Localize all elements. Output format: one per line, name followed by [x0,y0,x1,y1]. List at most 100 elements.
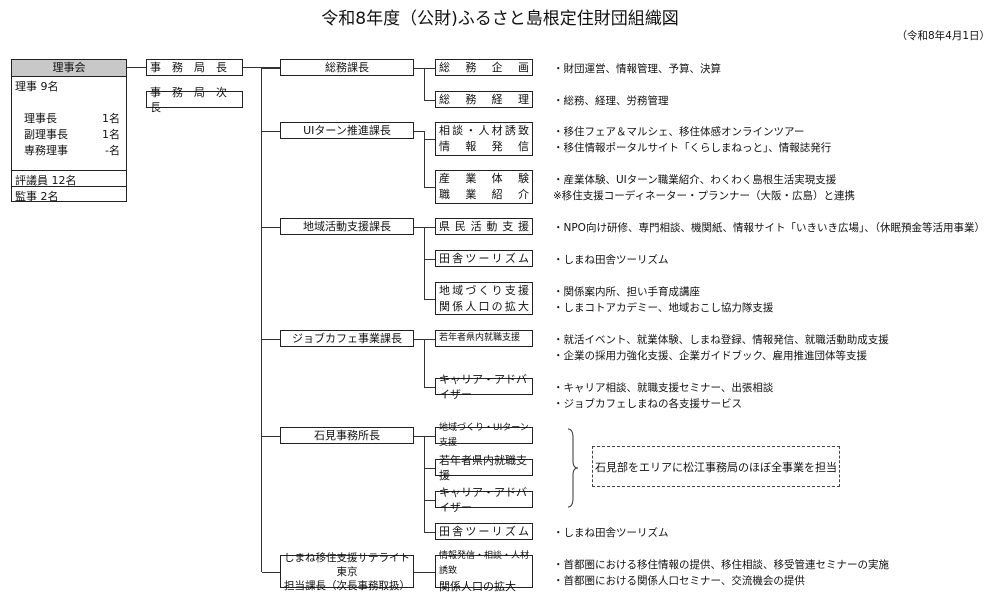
unit-description: ・しまね田舎ツーリズム [553,527,669,539]
connector-line [424,139,435,140]
unit-label: 地域づくり・UIターン支援 [439,422,529,448]
unit-label: 県民活動支援 [439,220,529,233]
connector-line [127,67,146,68]
unit-description: ・移住フェア＆マルシェ、移住体感オンラインツアー [553,126,805,138]
unit-box: 産業体験職業紹介 [435,170,533,204]
unit-description: ・首都圏における関係人口セミナー、交流機会の提供 [553,575,805,587]
unit-box: 地域づくり・UIターン支援 [435,423,533,448]
unit-description: ・しまコトアカデミー、地域おこし協力隊支援 [553,302,774,314]
connector-line [424,298,435,300]
role-count: 1名 [102,128,120,141]
unit-description: ・キャリア相談、就職支援セミナー、出張相談 [553,382,774,394]
unit-description: ・ジョブカフェしまねの各支援サービス [553,398,742,410]
councilors-count: 評議員 12名 [15,174,77,187]
connector-line [414,435,424,437]
unit-label: 地域づくり支援 [439,284,529,297]
connector-line [424,571,435,573]
secretariat-deputy-box: 事 務 局 次 長 [146,86,243,114]
unit-label: 産業体験 [439,172,529,185]
connector-line [424,531,435,533]
unit-description: ・就活イベント、就業体験、しまね登録、情報発信、就職活動助成支援 [553,334,889,346]
connector-line [424,130,425,187]
connector-line [424,435,435,437]
connector-line [414,226,424,228]
connector-line [424,386,435,388]
connector-line [414,338,424,340]
section-head-label: しまね移住支援サテライト東京 [284,551,410,578]
unit-label: 情報発信 [439,140,529,153]
unit-box: 総務企画 [435,59,533,76]
connector-line [414,130,424,132]
connector-line [424,226,425,299]
role-count: 1名 [102,112,120,125]
secretariat-deputy-label: 事 務 局 次 長 [150,85,238,114]
section-head-box: しまね移住支援サテライト東京担当課長（次長事務取扱） [280,552,414,592]
unit-description: ※移住支援コーディネーター・プランナー（大阪・広島）と連携 [553,190,856,202]
unit-label: 情報発信・相談・人材誘致 [439,551,530,576]
connector-line [424,467,435,469]
brace-icon [566,428,580,508]
unit-label: 総務経理 [439,93,529,106]
connector-line [414,571,424,573]
section-head-label: UIターン推進課長 [303,124,391,137]
unit-label: 職業紹介 [439,188,529,201]
unit-description: ・産業体験、UIターン職業紹介、わくわく島根生活実現支援 [553,174,837,186]
connector-line [424,258,435,260]
board-header: 理事会 [12,60,126,77]
unit-box: キャリア・アドバイザー [435,373,533,401]
unit-description: ・総務、経理、労務管理 [553,95,669,107]
unit-label: 田舎ツーリズム [439,525,529,538]
unit-box: 田舎ツーリズム [435,523,533,540]
unit-box: 総務経理 [435,91,533,108]
divider [12,186,126,187]
unit-box: 若年者県内就職支援 [435,330,533,347]
section-head-box: 総務課長 [280,59,414,76]
connector-line [424,338,425,387]
section-head-box: UIターン推進課長 [280,122,414,139]
connector-line [424,187,435,188]
directors-count: 理事 9名 [15,80,59,93]
connector-line [424,499,435,501]
section-head-box: 地域活動支援課長 [280,218,414,235]
unit-label: 関係人口の拡大 [439,299,529,313]
unit-description: ・首都圏における移住情報の提供、移住相談、移受管連セミナーの実施 [553,559,889,571]
unit-description: ・NPO向け研修、専門相談、機関紙、情報サイト「いきいき広場」、（休眠預金等活用… [553,222,985,234]
unit-description: ・関係案内所、担い手育成講座 [553,286,700,298]
unit-description: ・企業の採用力強化支援、企業ガイドブック、雇用推進団体等支援 [553,350,868,362]
secretariat-chief-label: 事 務 局 長 [150,61,227,74]
unit-description: ・移住情報ポータルサイト「くらしまねっと」、情報誌発行 [553,142,832,154]
unit-box: 情報発信・相談・人材誘致関係人口の拡大 [435,551,533,593]
unit-description: ・財団運営、情報管理、予算、決算 [553,63,721,75]
unit-box: 相談・人材誘致情報発信 [435,122,533,156]
unit-box: キャリア・アドバイザー [435,486,533,514]
secretariat-chief-box: 事 務 局 長 [146,59,243,76]
section-head-label: 地域活動支援課長 [303,220,391,233]
effective-date: （令和8年4月1日） [896,30,990,42]
board-role: 専務理事-名 [24,142,120,158]
unit-box: 地域づくり支援関係人口の拡大 [435,282,533,315]
section-head-label: ジョブカフェ事業課長 [292,332,402,345]
section-head-label: 総務課長 [325,61,369,74]
connector-line [262,571,280,573]
unit-label: 関係人口の拡大 [439,580,516,593]
role-count: -名 [105,144,120,157]
iwami-note-box: 石見部をエリアに松江事務局のほぼ全事業を担当 [592,446,840,487]
page-title: 令和8年度（公財)ふるさと島根定住財団組織図 [321,9,679,29]
connector-line [424,435,425,532]
connector-line [424,226,435,228]
section-head-label: 担当課長（次長事務取扱） [284,579,410,592]
connector-line [424,67,425,100]
divider [12,170,126,171]
connector-line [262,130,280,132]
unit-label: キャリア・アドバイザー [439,485,527,514]
unit-label: キャリア・アドバイザー [439,372,527,401]
unit-description: ・しまね田舎ツーリズム [553,254,669,266]
unit-box: 県民活動支援 [435,218,533,235]
connector-line [262,338,280,340]
iwami-note: 石見部をエリアに松江事務局のほぼ全事業を担当 [595,460,837,474]
connector-line [262,67,280,69]
unit-label: 相談・人材誘致 [439,124,529,137]
